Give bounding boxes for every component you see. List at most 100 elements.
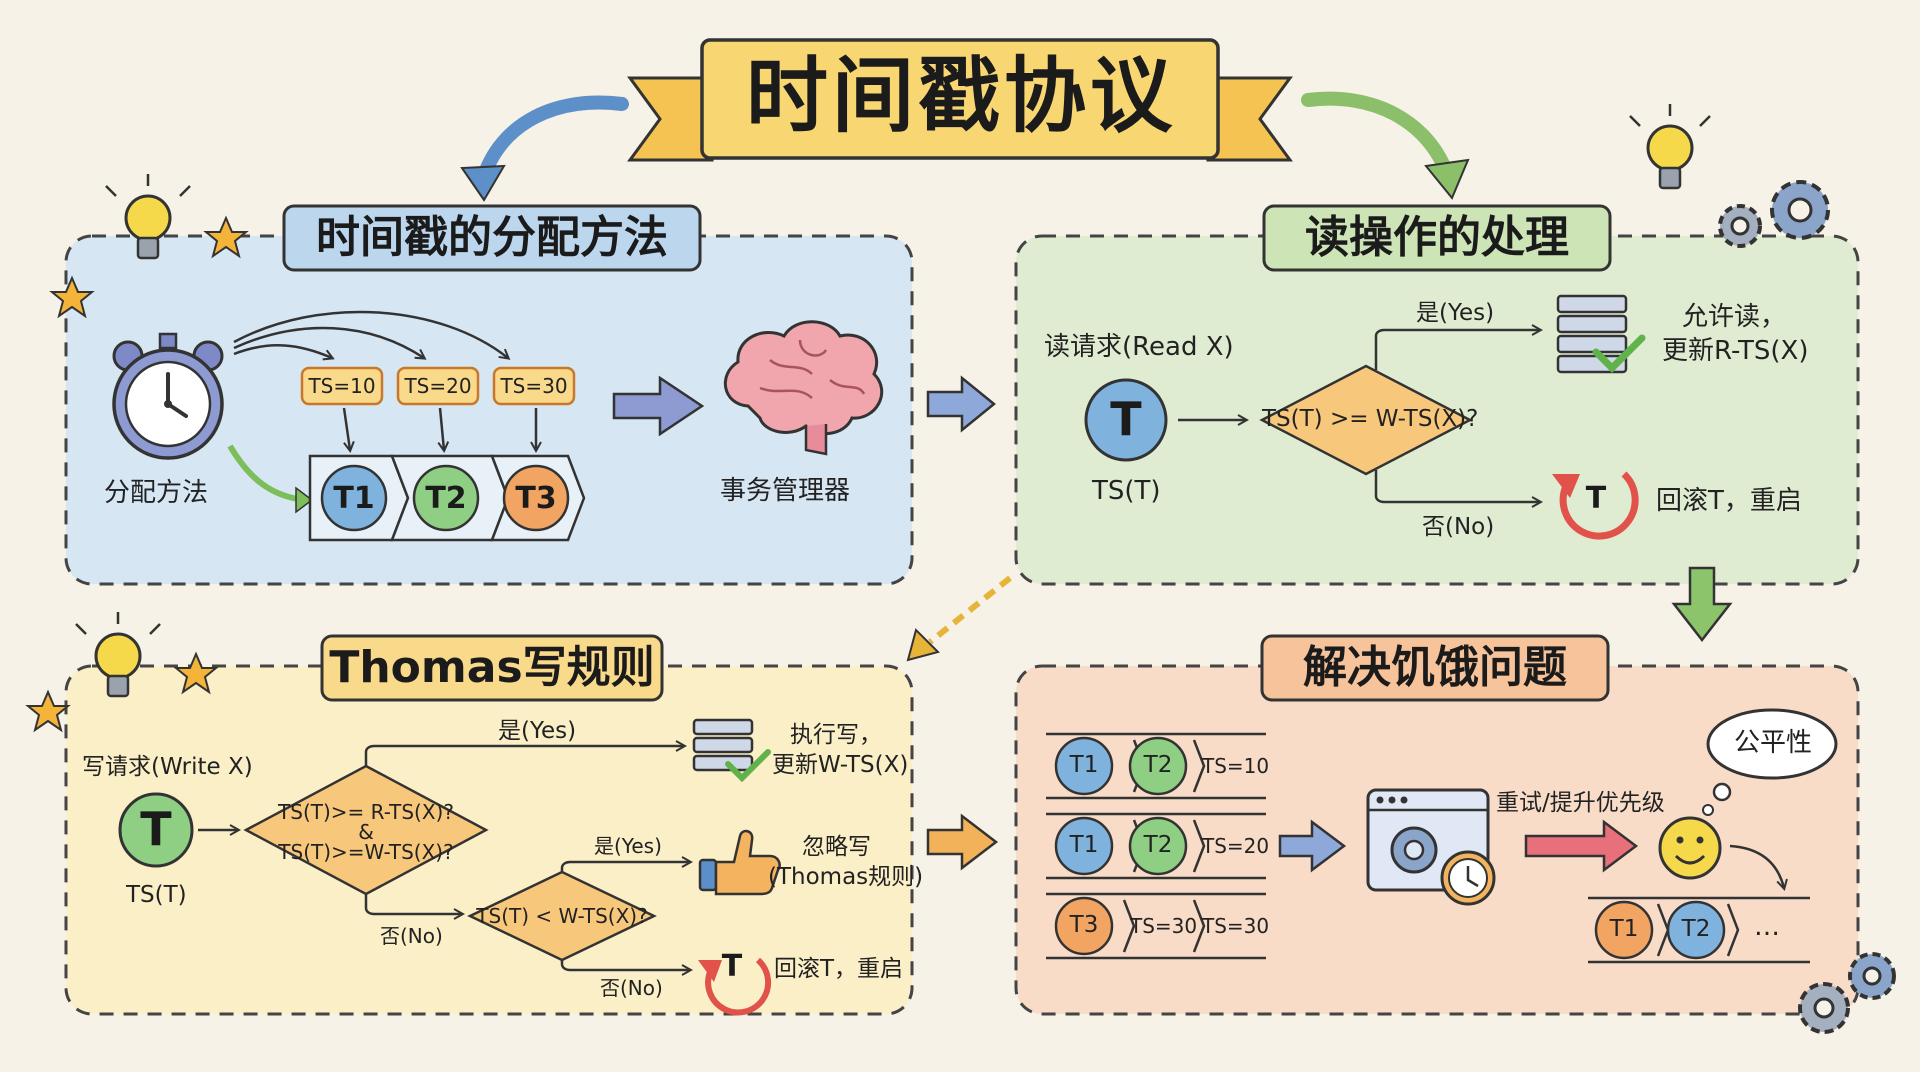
arrow-clock-to-tx (227, 444, 305, 503)
ts-label-1: TS=10 (308, 374, 376, 398)
write-exec-line2: 更新W-TS(X) (772, 752, 909, 778)
write-rollback-label: 回滚T，重启 (774, 956, 904, 982)
queue-ellipsis: … (1754, 912, 1780, 942)
row3-b: TS=30 (1130, 914, 1198, 938)
section-title-read: 读操作的处理 (1305, 212, 1569, 263)
tx-node-1: T1 (333, 481, 375, 516)
write-no2-line (560, 960, 690, 970)
fair-label: 公平性 (1734, 728, 1813, 758)
write-node-circle (118, 792, 194, 868)
write-no1-label: 否(No) (380, 924, 443, 948)
row1-a: T1 (1069, 752, 1099, 778)
read-condition-diamond (1259, 364, 1473, 476)
page-title: 时间戳协议 (746, 49, 1177, 144)
rollback-node: T (1585, 481, 1607, 516)
write-node: T (140, 802, 172, 856)
arrow-read-to-thomas (906, 575, 1012, 662)
tag-alloc (282, 204, 702, 272)
write-yes2-line (560, 862, 690, 872)
ts-tag-1 (300, 366, 384, 406)
write-cond1-amp: & (358, 820, 374, 844)
thumbs-up-icon (698, 829, 781, 896)
write-cond2: TS(T) < W-TS(X)? (476, 904, 648, 928)
clock-icon (112, 332, 224, 460)
gear-icon (1718, 180, 1830, 248)
rollback-node-2: T (721, 949, 743, 984)
arrow-title-right (1301, 91, 1455, 183)
tag-thomas (320, 634, 664, 702)
write-no-line (364, 894, 462, 914)
read-yes-label: 是(Yes) (1416, 300, 1495, 326)
read-allow-line2: 更新R-TS(X) (1662, 336, 1809, 366)
brain-icon (723, 320, 884, 456)
tx-chain (308, 454, 586, 542)
read-yes-line (1374, 330, 1540, 370)
retry-label: 重试/提升优先级 (1496, 790, 1665, 816)
smiley-icon (1658, 816, 1722, 880)
arrow-read-to-starve (1671, 566, 1733, 643)
row3-ts: TS=30 (1202, 914, 1270, 938)
write-exec-line1: 执行写， (790, 722, 882, 748)
lightbulb-icon (1629, 104, 1711, 190)
rollback-icon-2 (698, 957, 772, 1016)
tx-node-3: T3 (515, 481, 557, 516)
queue-1: T1 (1609, 916, 1639, 942)
tx-node-2: T2 (425, 481, 467, 516)
write-no2-label: 否(No) (600, 976, 663, 1000)
read-request-label: 读请求(Read X) (1044, 332, 1234, 362)
manager-label: 事务管理器 (720, 476, 851, 506)
row1-ts: TS=10 (1202, 754, 1270, 778)
arrow-to-smiley (1524, 819, 1639, 873)
scheduler-window-icon (1366, 788, 1496, 906)
ts-label-3: TS=30 (500, 374, 568, 398)
write-cond1-line1: TS(T)>= R-TS(X)? (278, 800, 454, 824)
row2-a: T1 (1069, 832, 1099, 858)
write-yes-line (364, 746, 684, 766)
clock-label: 分配方法 (104, 478, 209, 508)
read-node: T (1110, 392, 1142, 446)
row3-a: T3 (1069, 912, 1099, 938)
read-no-line (1374, 470, 1540, 502)
write-ignore-line2: (Thomas规则) (768, 864, 924, 890)
thought-bubble (1702, 708, 1838, 816)
gear-icon (1798, 952, 1896, 1034)
curve-to-ts2 (233, 326, 424, 358)
queue-2: T2 (1681, 916, 1711, 942)
section-title-alloc: 时间戳的分配方法 (316, 212, 668, 263)
tag-starve (1260, 634, 1610, 702)
arrow-title-left (475, 95, 629, 189)
read-allow-line1: 允许读， (1682, 302, 1787, 332)
star-icon (203, 215, 249, 259)
arrow-thomas-to-starve (926, 813, 999, 871)
arrow-to-manager (612, 375, 705, 437)
read-node-circle (1084, 378, 1168, 462)
section-title-starve: 解决饥饿问题 (1303, 642, 1567, 693)
write-condition2-diamond (467, 870, 657, 962)
write-cond1-line2: TS(T)>=W-TS(X)? (278, 840, 454, 864)
star-icon (173, 651, 219, 695)
tag-read (1262, 204, 1612, 272)
curve-to-ts1 (233, 344, 332, 358)
arrow-smiley-to-queue (1729, 844, 1784, 888)
row2-ts: TS=20 (1202, 834, 1270, 858)
rollback-icon (1552, 471, 1639, 540)
read-condition: TS(T) >= W-TS(X)? (1262, 406, 1479, 432)
arrow-rows-to-scheduler (1278, 819, 1347, 873)
write-yes1-label: 是(Yes) (498, 718, 577, 744)
read-rollback-label: 回滚T，重启 (1656, 486, 1802, 516)
write-condition-diamond (243, 764, 489, 896)
write-request-label: 写请求(Write X) (82, 754, 253, 780)
ts-tag-2 (396, 366, 480, 406)
read-node-ts: TS(T) (1092, 476, 1161, 506)
lightbulb-icon (75, 612, 161, 698)
row1-b: T2 (1143, 752, 1173, 778)
title-banner (627, 38, 1293, 162)
database-check-icon (1556, 294, 1646, 374)
read-no-label: 否(No) (1422, 514, 1495, 540)
star-icon (25, 689, 71, 733)
curve-to-ts3 (233, 310, 508, 358)
row2-b: T2 (1143, 832, 1173, 858)
database-check-icon-2 (692, 718, 771, 783)
